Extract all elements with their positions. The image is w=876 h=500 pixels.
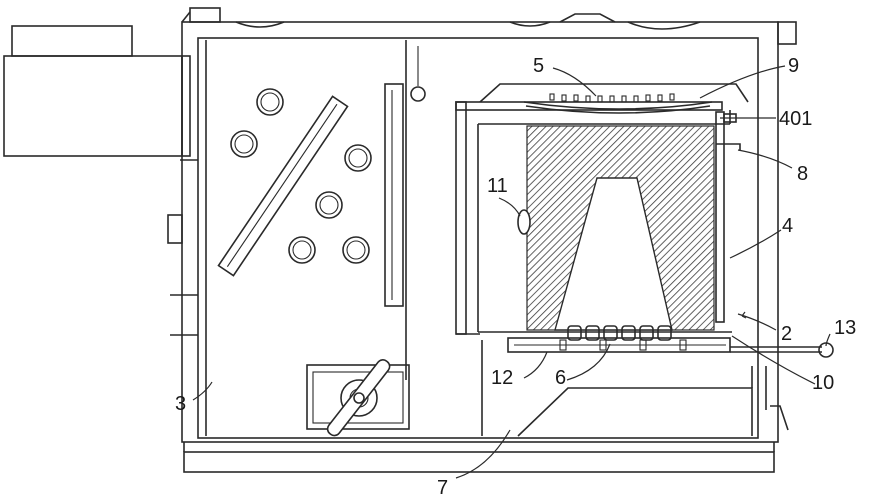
label-9: 9 [788,55,799,77]
label-401: 401 [779,108,812,130]
sensor-11 [517,209,531,235]
label-4: 4 [782,215,793,237]
label-8: 8 [797,163,808,185]
label-13: 13 [834,317,856,339]
burner-holes [549,93,675,103]
label-10: 10 [812,372,834,394]
hook-ring [410,86,426,102]
label-5: 5 [533,55,544,77]
label-12: 12 [491,367,513,389]
label-6: 6 [555,367,566,389]
label-3: 3 [175,393,186,415]
labels: 5 9 401 8 11 4 2 13 10 12 6 3 7 [175,55,856,499]
ash-drawer [517,366,789,437]
fan-unit [306,359,410,437]
outlet-8 [716,143,741,150]
air-holes [230,88,372,264]
burner-hood [479,83,749,103]
left-compartment [205,40,426,437]
filter-plate [384,83,404,307]
leader-lines [192,65,831,479]
left-motor-box [3,25,191,157]
right-compartment [455,83,834,437]
label-2: 2 [781,323,792,345]
label-7: 7 [437,477,448,499]
slanted-baffle [217,95,349,277]
label-11: 11 [487,175,508,197]
main-housing [167,7,797,473]
tray-12 [507,337,731,353]
inner-cavity [554,177,673,331]
